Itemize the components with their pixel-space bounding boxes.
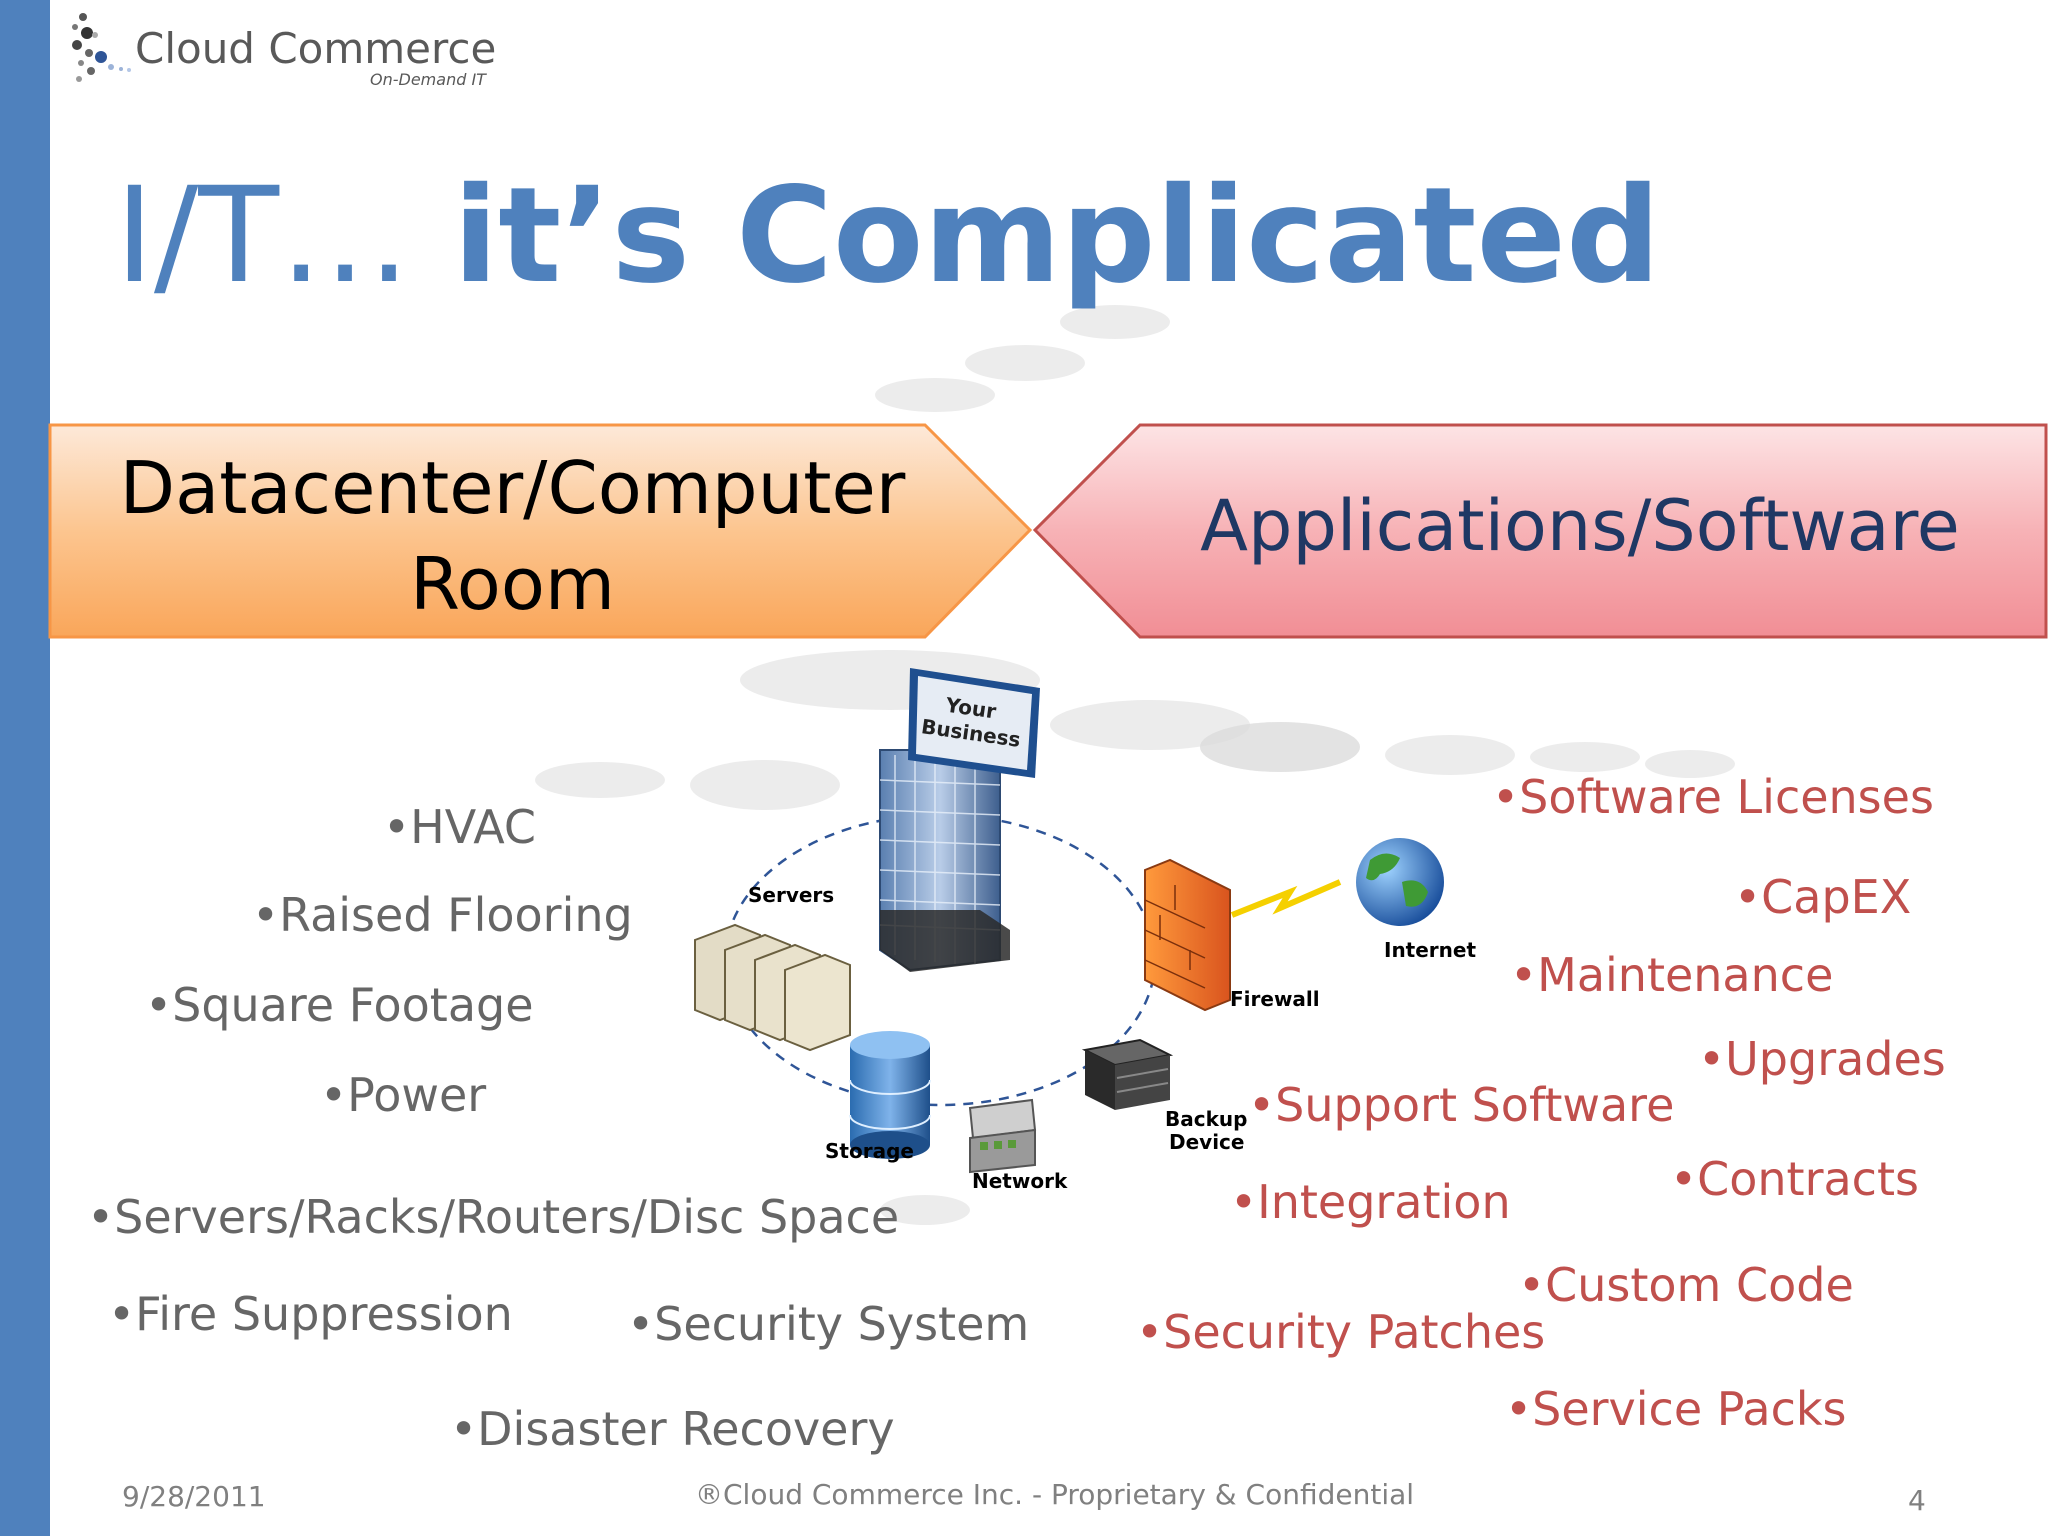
item-support-software: •Support Software: [1248, 1078, 1675, 1132]
applications-banner-label: Applications/Software: [1200, 485, 1960, 567]
logo-name: Cloud Commerce: [135, 24, 497, 73]
storage-label: Storage: [825, 1139, 914, 1163]
item-raised-flooring: •Raised Flooring: [252, 888, 633, 942]
storage-icon: [849, 1031, 931, 1159]
item-disaster-recovery: •Disaster Recovery: [450, 1402, 895, 1456]
banner-arrows: [48, 423, 2048, 639]
item-security-patches: •Security Patches: [1136, 1305, 1546, 1359]
item-service-packs: •Service Packs: [1505, 1382, 1847, 1436]
item-contracts: •Contracts: [1670, 1152, 1919, 1206]
applications-banner: [1032, 423, 2048, 639]
servers-icon: [694, 923, 851, 1052]
item-maintenance: •Maintenance: [1510, 948, 1834, 1002]
logo-tagline: On-Demand IT: [370, 70, 486, 89]
logo-dots-icon: [72, 13, 131, 82]
servers-label: Servers: [748, 883, 834, 907]
datacenter-line2: Room: [409, 542, 616, 626]
title-bold: it’s Complicated: [453, 159, 1661, 313]
internet-globe-icon: [1356, 838, 1444, 926]
datacenter-banner: [48, 423, 1033, 639]
item-square-footage: •Square Footage: [145, 978, 534, 1032]
datacenter-line1: Datacenter/Computer: [119, 446, 906, 530]
item-security-system: •Security System: [627, 1297, 1030, 1351]
left-accent-bar: [0, 0, 50, 1536]
footer-date: 9/28/2011: [122, 1480, 266, 1513]
connection-lightning-icon: [1230, 879, 1342, 918]
title-light: I/T…: [115, 159, 453, 313]
network-switch-icon: [968, 1098, 1037, 1174]
item-capex: •CapEX: [1734, 870, 1912, 924]
item-integration: •Integration: [1230, 1175, 1511, 1229]
network-label: Network: [972, 1169, 1068, 1193]
slide-number: 4: [1908, 1484, 1926, 1517]
item-hvac: •HVAC: [383, 800, 537, 854]
backup-device-icon: [1081, 1038, 1174, 1110]
item-servers-racks: •Servers/Racks/Routers/Disc Space: [87, 1190, 900, 1244]
footer-copyright: ®Cloud Commerce Inc. - Proprietary & Con…: [695, 1478, 1415, 1511]
business-building-icon: [879, 668, 1040, 972]
item-custom-code: •Custom Code: [1518, 1258, 1854, 1312]
internet-label: Internet: [1384, 938, 1476, 962]
firewall-label: Firewall: [1230, 987, 1320, 1011]
item-fire-suppression: •Fire Suppression: [108, 1287, 513, 1341]
datacenter-banner-label: Datacenter/Computer Room: [60, 440, 965, 632]
backup-label-line2: Device: [1169, 1130, 1244, 1154]
firewall-icon: [1144, 858, 1231, 1012]
company-logo: [65, 5, 505, 95]
item-upgrades: •Upgrades: [1698, 1032, 1946, 1086]
backup-label-line1: Backup: [1165, 1107, 1247, 1131]
slide-title: I/T… it’s Complicated: [115, 170, 1661, 302]
it-infrastructure-diagram: Your Business: [694, 668, 1476, 1193]
item-power: •Power: [320, 1068, 487, 1122]
item-software-licenses: •Software Licenses: [1492, 770, 1934, 824]
